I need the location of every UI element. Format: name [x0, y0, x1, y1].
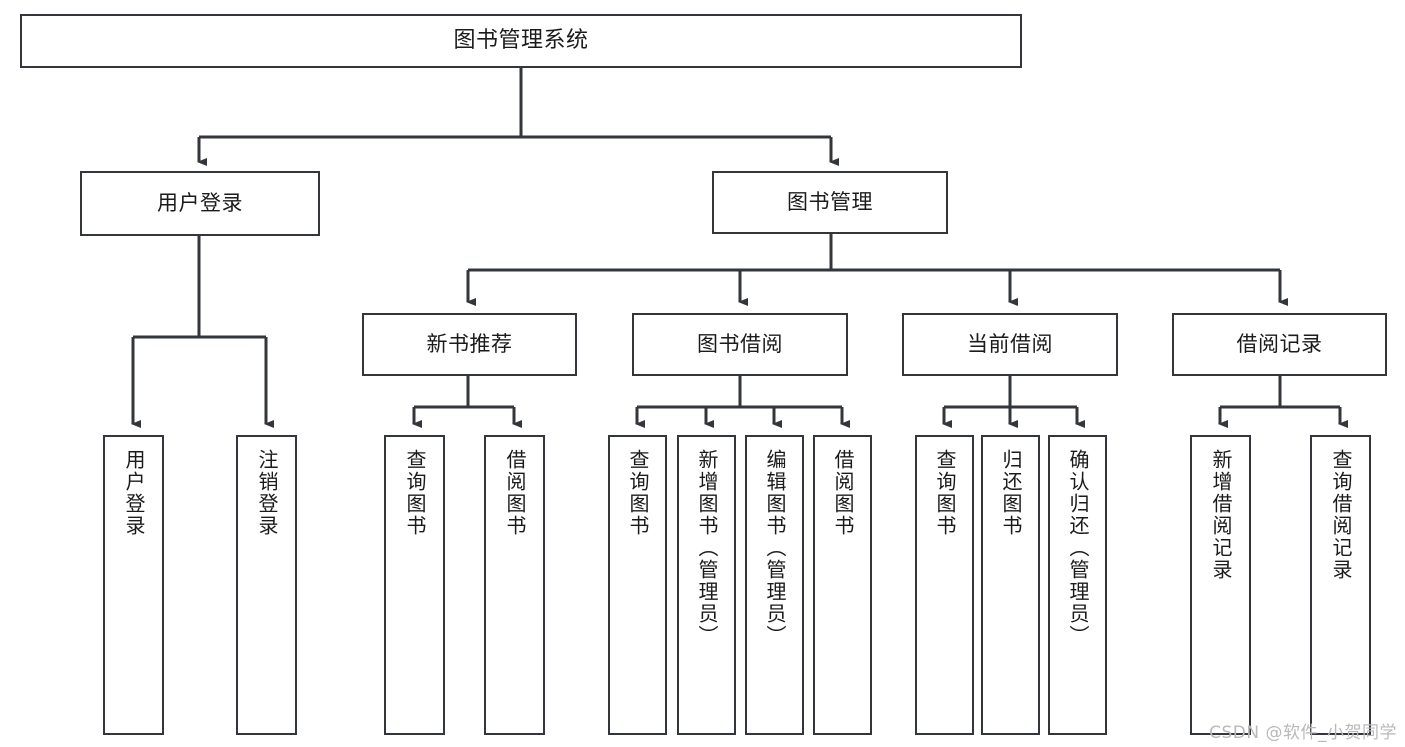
leaf-borrow-book[interactable]: 借阅图书: [813, 435, 872, 735]
node-label: 借阅图书: [831, 449, 855, 537]
leaf-user-login[interactable]: 用户登录: [103, 435, 164, 735]
node-user-login[interactable]: 用户登录: [80, 171, 320, 236]
node-label: 新书推荐: [426, 332, 513, 357]
node-label: 用户登录: [157, 191, 243, 216]
node-borrow-record[interactable]: 借阅记录: [1172, 313, 1387, 376]
leaf-borrow-book-new[interactable]: 借阅图书: [484, 435, 545, 735]
leaf-edit-book-admin[interactable]: 编辑图书（管理员）: [745, 435, 804, 735]
node-book-management[interactable]: 图书管理: [712, 171, 948, 234]
leaf-return-book[interactable]: 归还图书: [981, 435, 1040, 735]
node-label: 图书管理系统: [453, 28, 589, 54]
node-new-book-recommend[interactable]: 新书推荐: [362, 313, 577, 376]
node-label: 图书借阅: [697, 332, 783, 357]
node-label: 借阅记录: [1236, 332, 1323, 357]
node-label: 查询借阅记录: [1329, 449, 1353, 581]
node-label: 归还图书: [999, 449, 1023, 537]
node-book-borrow[interactable]: 图书借阅: [632, 313, 848, 376]
node-label: 确认归还（管理员）: [1066, 449, 1090, 647]
leaf-query-borrow-record[interactable]: 查询借阅记录: [1310, 435, 1371, 735]
leaf-logout[interactable]: 注销登录: [236, 435, 297, 735]
leaf-add-book-admin[interactable]: 新增图书（管理员）: [677, 435, 736, 735]
leaf-confirm-return-admin[interactable]: 确认归还（管理员）: [1048, 435, 1107, 735]
node-label: 新增图书（管理员）: [695, 449, 719, 647]
node-label: 借阅图书: [503, 449, 527, 537]
node-label: 注销登录: [255, 449, 279, 537]
leaf-query-book-current[interactable]: 查询图书: [915, 435, 974, 735]
node-label: 新增借阅记录: [1209, 449, 1233, 581]
csdn-watermark: CSDN @软件_小贺同学: [1209, 723, 1397, 743]
node-current-borrow[interactable]: 当前借阅: [902, 313, 1118, 376]
node-label: 查询图书: [626, 449, 650, 537]
node-label: 编辑图书（管理员）: [763, 449, 787, 647]
node-label: 查询图书: [403, 449, 427, 537]
node-label: 用户登录: [122, 449, 146, 537]
node-root-system[interactable]: 图书管理系统: [20, 14, 1022, 68]
node-label: 图书管理: [787, 190, 873, 215]
leaf-add-borrow-record[interactable]: 新增借阅记录: [1190, 435, 1251, 735]
leaf-query-book-new[interactable]: 查询图书: [384, 435, 445, 735]
node-label: 查询图书: [933, 449, 957, 537]
leaf-query-book-borrow[interactable]: 查询图书: [608, 435, 667, 735]
node-label: 当前借阅: [967, 332, 1053, 357]
